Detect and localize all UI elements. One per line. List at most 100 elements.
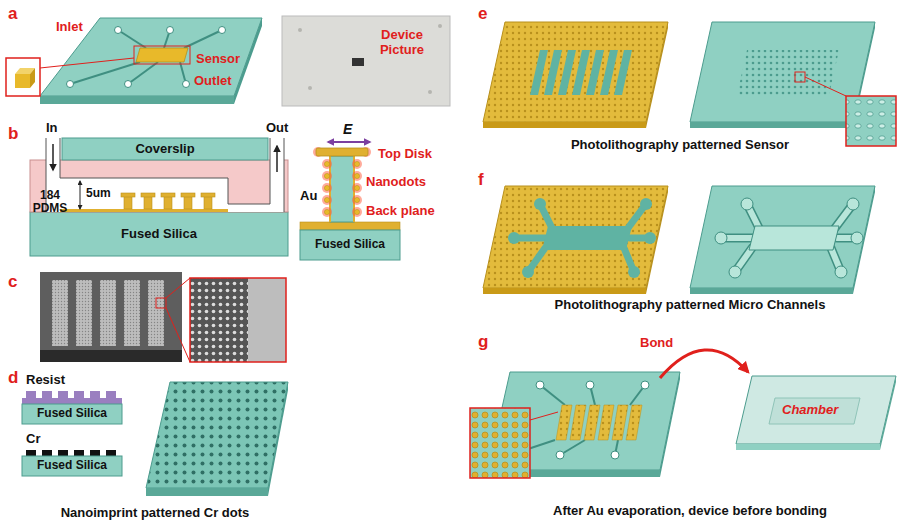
channel-plate-resist — [542, 226, 632, 250]
panel-caption: Nanoimprint patterned Cr dots — [20, 506, 290, 521]
layer-name: Coverslip — [135, 142, 194, 156]
sensor-area — [136, 48, 188, 62]
channel-plate-etched — [715, 232, 727, 244]
sensor-stripe — [530, 50, 632, 95]
part-label: Resist — [26, 373, 65, 388]
nanopillar — [144, 196, 152, 209]
sensor-plate-etched — [846, 96, 896, 146]
sem-image — [40, 272, 182, 362]
cross-section — [30, 138, 288, 256]
pillar-detail — [316, 148, 368, 156]
zoom-inset — [30, 68, 35, 88]
cross-section — [228, 204, 270, 205]
hot-spot — [322, 159, 332, 169]
field-symbol: E — [343, 121, 352, 137]
gold-sensor-stripe — [584, 405, 600, 440]
layer-name: Fused Silica — [37, 407, 107, 420]
cr-dot-plate — [146, 488, 268, 496]
device-photo — [298, 28, 302, 32]
part-label: Top Disk — [378, 147, 432, 162]
cross-section — [60, 138, 61, 178]
zoom-inset — [15, 74, 30, 88]
sensor-plate-etched — [737, 50, 839, 95]
zoom-inset — [6, 58, 134, 96]
nanopillar — [201, 193, 215, 197]
device-photo — [352, 58, 364, 66]
layer-band: Fused Silica — [22, 456, 122, 476]
sensor-stripe — [544, 50, 562, 95]
device-photo — [282, 16, 450, 106]
device-before-bonding — [660, 372, 680, 477]
cross-section — [60, 209, 228, 212]
gold-sensor-stripe — [598, 405, 614, 440]
layer-name: Fused Silica — [37, 459, 107, 472]
nanopillar — [204, 196, 212, 209]
cross-section — [46, 138, 284, 212]
sensor-stripe — [586, 50, 604, 95]
hot-spot — [352, 183, 362, 193]
panel-letter: b — [8, 124, 18, 144]
sem-image — [190, 278, 286, 362]
bonded-chip — [769, 398, 860, 424]
pillar-detail — [330, 156, 354, 222]
sensor-plate-etched — [690, 122, 853, 128]
resist-line — [90, 391, 100, 398]
zoom-inset — [6, 58, 40, 96]
layer-name: 184 PDMS — [30, 189, 70, 215]
part-label: Out — [266, 121, 288, 136]
panel-letter: g — [478, 332, 488, 352]
channel-plate-etched — [690, 186, 875, 288]
channel-plate-resist — [640, 198, 652, 210]
dimension-label: 5um — [86, 187, 111, 201]
part-label: Device Picture — [370, 28, 434, 58]
hot-spot — [352, 159, 362, 169]
micro-channel — [118, 30, 146, 48]
channel-plate-resist — [534, 198, 546, 210]
flow-arrow — [276, 146, 278, 172]
micro-channel — [184, 30, 222, 48]
cr-dot — [58, 450, 68, 456]
channel-plate-resist — [508, 232, 520, 244]
dimension-line — [80, 181, 81, 209]
panel-caption: After Au evaporation, device before bond… — [495, 504, 885, 519]
sem-image — [190, 278, 286, 362]
device-before-bonding — [470, 372, 680, 478]
imprint-steps — [22, 391, 122, 476]
resist-line — [106, 391, 116, 398]
cross-section — [62, 138, 268, 160]
hot-spot — [313, 147, 371, 217]
port-hole — [125, 81, 132, 88]
channel-plate-etched — [690, 186, 875, 294]
cr-dot-plate — [268, 382, 288, 496]
panel-letter: d — [8, 368, 18, 388]
port-hole — [167, 27, 174, 34]
hot-spot — [322, 171, 332, 181]
nanopillar — [181, 193, 195, 197]
channel-plate-etched — [741, 198, 753, 210]
pillar-detail — [300, 230, 400, 260]
cross-section — [228, 178, 229, 204]
sensor-plate-etched — [805, 77, 846, 96]
cr-dot — [74, 450, 84, 456]
panel-letter: a — [8, 4, 17, 24]
sem-image — [100, 280, 116, 346]
layer-band: Coverslip — [62, 138, 268, 160]
channel-plate-etched — [721, 204, 857, 272]
chip-3d — [40, 96, 234, 104]
resist-line — [26, 391, 116, 398]
channel-plate-etched — [715, 198, 863, 278]
hot-spot — [322, 183, 332, 193]
bonded-chip — [736, 376, 896, 450]
nanodot — [324, 209, 329, 214]
bond-arrow — [660, 350, 748, 378]
sensor-stripe — [614, 50, 632, 95]
sem-image — [52, 280, 68, 346]
cr-dot — [90, 450, 100, 456]
cr-dot — [42, 450, 52, 456]
panel-caption: Photolithography patterned Micro Channel… — [510, 298, 870, 313]
sensor-stripe — [558, 50, 576, 95]
field-arrow — [328, 141, 370, 143]
part-label: Cr — [26, 432, 40, 447]
